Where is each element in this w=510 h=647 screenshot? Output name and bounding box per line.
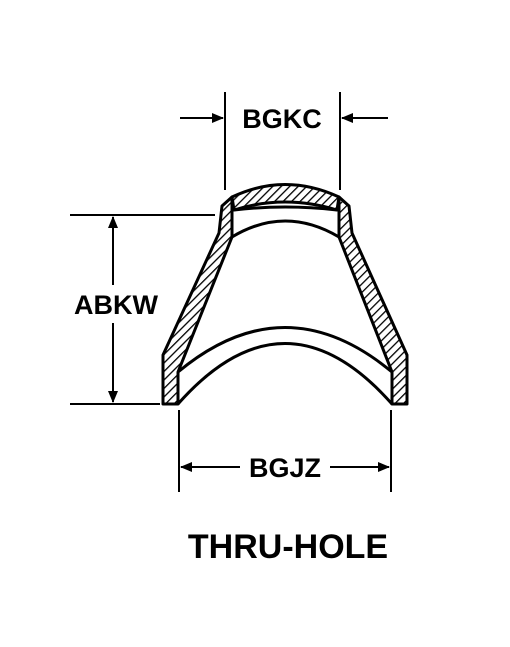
- height-dimension: ABKW: [70, 214, 215, 405]
- top-width-dimension: BGKC: [180, 92, 388, 190]
- outer-lip-curve: [177, 326, 393, 374]
- inner-base-curve: [176, 342, 394, 405]
- left-wall-section: [161, 195, 234, 406]
- top-width-label: BGKC: [242, 104, 322, 134]
- diagram-title: THRU-HOLE: [188, 528, 388, 566]
- right-wall-section: [337, 195, 409, 406]
- bottom-width-dimension: BGJZ: [178, 410, 392, 492]
- bottom-width-label: BGJZ: [249, 453, 321, 483]
- inner-throat-curve: [231, 219, 340, 239]
- height-label: ABKW: [74, 290, 158, 320]
- part-body: [161, 183, 409, 406]
- top-rim-inner-edge: [233, 205, 338, 212]
